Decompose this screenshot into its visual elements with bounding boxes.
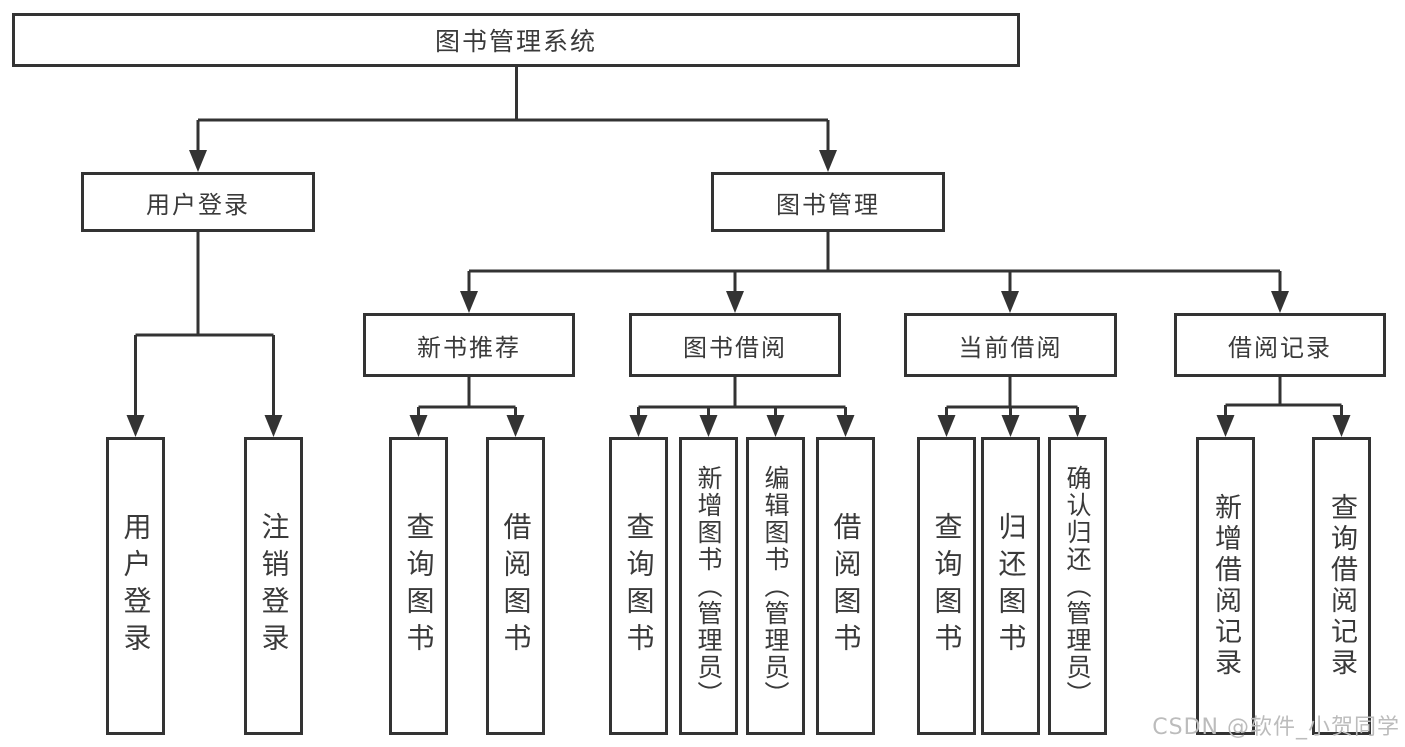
leaf-label: 新增借阅记录 — [1210, 493, 1241, 679]
arrow-down-icon — [1068, 415, 1087, 437]
leaf-label: 新增图书（管理员） — [694, 464, 723, 708]
arrow-down-icon — [699, 415, 718, 437]
leaf-label: 注销登录 — [257, 512, 291, 660]
arrow-down-icon — [766, 415, 785, 437]
node-book-management: 图书管理 — [711, 172, 945, 232]
arrow-down-icon — [836, 415, 855, 437]
connector-root-to-level2 — [196, 67, 830, 152]
leaf-label: 确认归还（管理员） — [1063, 464, 1092, 708]
leaf-query-books: 查询图书 — [609, 437, 668, 735]
node-library-management-system: 图书管理系统 — [12, 13, 1020, 67]
leaf-user-login: 用户登录 — [106, 437, 165, 735]
arrow-down-icon — [264, 415, 283, 437]
leaf-label: 查询图书 — [402, 512, 436, 660]
arrow-down-icon — [460, 291, 478, 313]
leaf-add-books-admin: 新增图书（管理员） — [679, 437, 738, 735]
leaf-label: 编辑图书（管理员） — [761, 464, 790, 708]
leaf-label: 归还图书 — [994, 512, 1028, 660]
arrow-down-icon — [1271, 291, 1289, 313]
arrow-down-icon — [506, 415, 525, 437]
arrow-down-icon — [819, 150, 837, 172]
leaf-confirm-return-admin: 确认归还（管理员） — [1048, 437, 1107, 735]
arrow-down-icon — [937, 415, 956, 437]
leaf-label: 借阅图书 — [829, 512, 863, 660]
leaf-query-books: 查询图书 — [389, 437, 448, 735]
leaf-label: 查询借阅记录 — [1326, 493, 1357, 679]
csdn-watermark: CSDN @软件_小贺同学 — [1152, 715, 1400, 740]
leaf-query-books: 查询图书 — [917, 437, 976, 735]
connector-new-book-recommend-to-children — [417, 377, 517, 417]
arrow-down-icon — [409, 415, 428, 437]
connector-user-login-to-children — [134, 232, 275, 417]
arrow-down-icon — [726, 291, 744, 313]
arrow-down-icon — [1001, 291, 1019, 313]
leaf-return-books: 归还图书 — [981, 437, 1040, 735]
node-book-borrow: 图书借阅 — [629, 313, 841, 377]
node-user-login: 用户登录 — [81, 172, 315, 232]
connector-current-borrow-to-children — [945, 377, 1079, 417]
leaf-borrow-books: 借阅图书 — [816, 437, 875, 735]
arrow-down-icon — [189, 150, 207, 172]
leaf-label: 查询图书 — [622, 512, 656, 660]
connector-book-borrow-to-children — [637, 377, 847, 417]
arrow-down-icon — [126, 415, 145, 437]
node-current-borrow: 当前借阅 — [904, 313, 1117, 377]
arrowheads-group — [126, 150, 1351, 437]
leaf-label: 借阅图书 — [499, 512, 533, 660]
arrow-down-icon — [1001, 415, 1020, 437]
leaf-query-borrow-record: 查询借阅记录 — [1312, 437, 1371, 735]
arrow-down-icon — [1332, 415, 1351, 437]
node-new-book-recommend: 新书推荐 — [363, 313, 575, 377]
leaf-borrow-books: 借阅图书 — [486, 437, 545, 735]
leaf-label: 查询图书 — [930, 512, 964, 660]
leaf-logout-login: 注销登录 — [244, 437, 303, 735]
leaf-edit-books-admin: 编辑图书（管理员） — [746, 437, 805, 735]
leaf-label: 用户登录 — [119, 512, 153, 660]
connector-borrow-records-to-children — [1224, 377, 1343, 417]
node-borrow-records: 借阅记录 — [1174, 313, 1386, 377]
leaf-add-borrow-record: 新增借阅记录 — [1196, 437, 1255, 735]
arrow-down-icon — [1216, 415, 1235, 437]
connector-book-management-to-level3 — [467, 232, 1282, 293]
arrow-down-icon — [629, 415, 648, 437]
